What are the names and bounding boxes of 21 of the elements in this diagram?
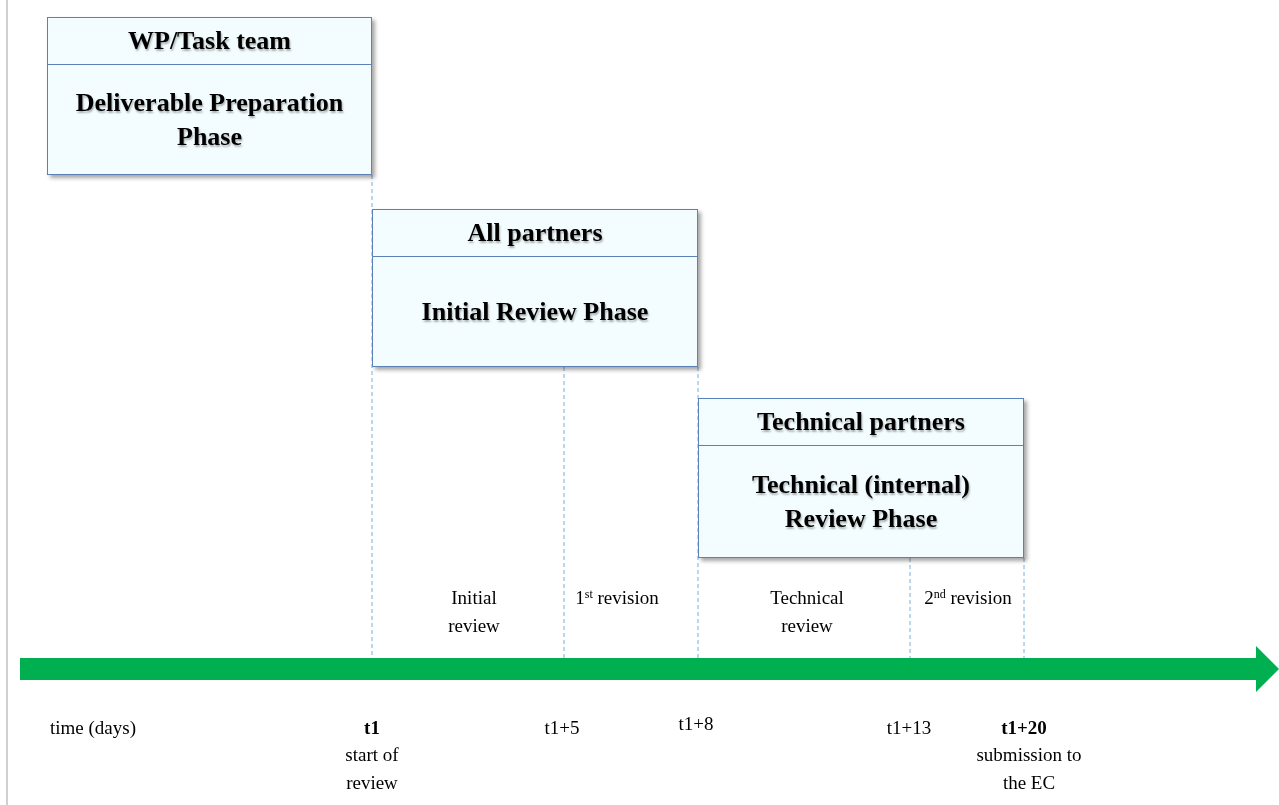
marker-note: submission to the EC xyxy=(975,743,1083,795)
phase-label: 1$^{st}$ revision xyxy=(574,586,660,610)
phase-box xyxy=(698,398,1024,558)
axis-title: time (days) xyxy=(49,716,137,740)
team-heading: Technical partners xyxy=(757,406,965,438)
team-heading: WP/Task team xyxy=(128,25,291,57)
time-marker: t1+5 xyxy=(543,716,581,740)
time-marker: t1+13 xyxy=(885,716,933,740)
phase-title: Initial Review Phase xyxy=(421,295,649,328)
phase-title: Deliverable Preparation Phase xyxy=(74,86,345,153)
phase-label: 2$^{nd}$ revision xyxy=(923,586,1013,610)
phase-box xyxy=(47,17,372,175)
phase-title: Technical (internal) Review Phase xyxy=(751,468,971,535)
phase-label: Technical review xyxy=(769,586,845,638)
team-heading: All partners xyxy=(467,217,603,249)
time-marker: t1+8 xyxy=(677,712,715,736)
time-marker: t1+20 xyxy=(1000,716,1048,740)
time-marker: t1 xyxy=(363,716,381,740)
phase-box xyxy=(372,209,698,367)
phase-label: Initial review xyxy=(447,586,501,638)
marker-note: start of review xyxy=(344,743,400,795)
